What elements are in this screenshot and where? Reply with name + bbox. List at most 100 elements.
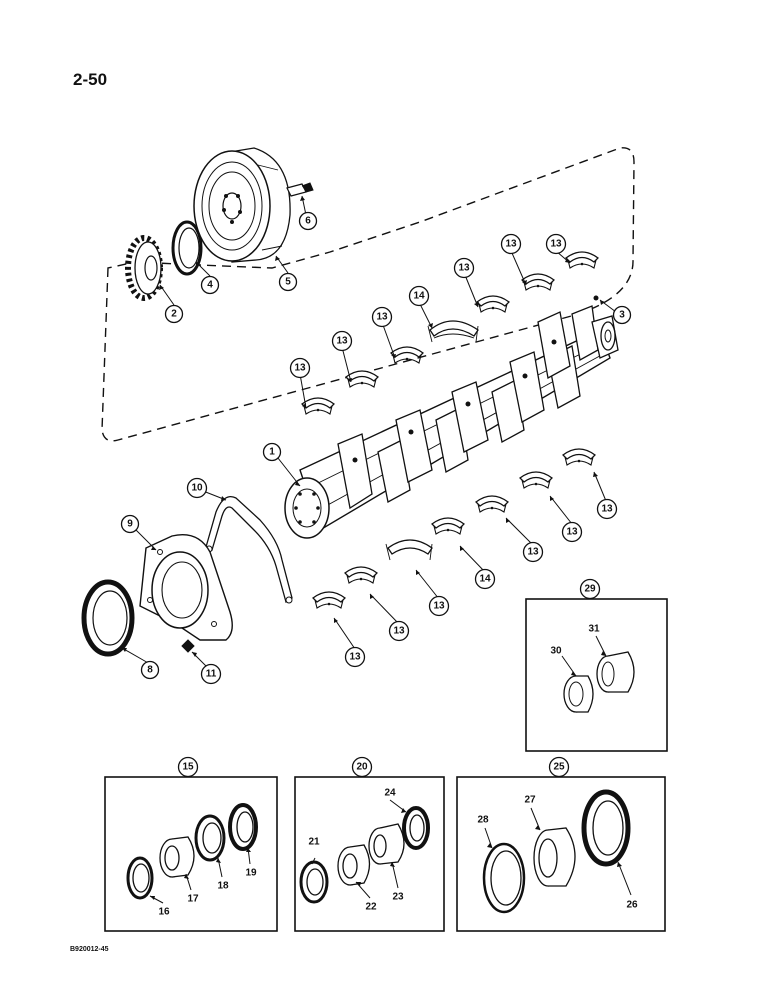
callout-13: 13 — [545, 233, 567, 255]
callout-label: 11 — [206, 669, 217, 680]
timing-gear — [125, 235, 163, 301]
label-16: 16 — [158, 907, 170, 918]
upper-thrust-bearing-shell — [427, 320, 479, 343]
callout-label: 4 — [207, 280, 213, 291]
figure-code: B920012-45 — [70, 946, 109, 953]
bushing-31 — [596, 651, 635, 693]
callout-label: 14 — [413, 291, 425, 302]
lower-main-bearing-shell — [431, 517, 465, 535]
label-23: 23 — [392, 892, 404, 903]
rear-seal-housing — [139, 534, 233, 641]
label-21: 21 — [308, 837, 320, 848]
label-26: 26 — [626, 900, 638, 911]
callout-label: 25 — [553, 762, 565, 773]
callout-4: 4 — [200, 275, 220, 295]
callout-11: 11 — [200, 663, 222, 685]
label-17: 17 — [187, 894, 199, 905]
callout-13: 13 — [331, 330, 353, 352]
kit-box-20 — [294, 776, 445, 932]
callout-label: 1 — [269, 447, 275, 458]
callout-label: 13 — [505, 239, 517, 250]
seal-18 — [194, 814, 226, 862]
callout-label: 20 — [356, 762, 368, 773]
callout-label: 13 — [336, 336, 348, 347]
callout-13: 13 — [388, 620, 410, 642]
callout-5: 5 — [278, 272, 298, 292]
seal-28 — [482, 842, 526, 914]
callout-label: 15 — [182, 762, 194, 773]
callout-2: 2 — [164, 304, 184, 324]
callout-13: 13 — [371, 306, 393, 328]
callout-15: 15 — [177, 756, 199, 778]
callout-13: 13 — [453, 257, 475, 279]
crankshaft — [284, 305, 619, 539]
callout-14: 14 — [474, 568, 496, 590]
callout-8: 8 — [140, 660, 160, 680]
callout-label: 5 — [285, 277, 291, 288]
leader-arrowheads — [122, 196, 622, 900]
seal-19 — [228, 803, 258, 851]
callout-13: 13 — [522, 541, 544, 563]
upper-main-bearing-shell — [565, 251, 599, 269]
callout-29: 29 — [579, 578, 601, 600]
callout-label: 10 — [191, 483, 203, 494]
callout-label: 13 — [566, 527, 578, 538]
lower-main-bearing-shell — [562, 448, 596, 466]
lower-main-bearing-shell — [312, 591, 346, 609]
label-27: 27 — [524, 795, 536, 806]
front-seal-ring — [171, 220, 203, 276]
dashed-group-outline — [101, 147, 635, 442]
callout-label: 13 — [433, 601, 445, 612]
bushing-30 — [563, 675, 594, 713]
seal-16 — [126, 856, 154, 900]
seal-24 — [402, 806, 430, 850]
callout-label: 13 — [601, 504, 613, 515]
upper-main-bearing-shell — [476, 295, 510, 313]
callout-13: 13 — [344, 646, 366, 668]
callout-13: 13 — [500, 233, 522, 255]
lower-thrust-bearing-shell — [385, 539, 433, 561]
callout-10: 10 — [186, 477, 208, 499]
callout-25: 25 — [548, 756, 570, 778]
label-19: 19 — [245, 868, 257, 879]
label-22: 22 — [365, 902, 377, 913]
dowel-pin — [593, 295, 599, 301]
callout-label: 13 — [527, 547, 539, 558]
label-30: 30 — [550, 646, 562, 657]
label-24: 24 — [384, 788, 396, 799]
callout-13: 13 — [428, 595, 450, 617]
callout-20: 20 — [351, 756, 373, 778]
callout-label: 8 — [147, 665, 153, 676]
callout-label: 14 — [479, 574, 491, 585]
page-number: 2-50 — [73, 70, 108, 89]
kit-box-25 — [456, 776, 666, 932]
lower-main-bearing-shell — [344, 566, 378, 584]
callout-label: 13 — [458, 263, 470, 274]
sleeve-22 — [337, 844, 371, 886]
housing-screw — [181, 639, 195, 653]
label-28: 28 — [477, 815, 489, 826]
callout-label: 13 — [349, 652, 361, 663]
callout-label: 13 — [376, 312, 388, 323]
sleeve-27 — [533, 827, 576, 887]
pulley-bolt — [286, 182, 314, 197]
seal-21 — [299, 860, 329, 904]
label-31: 31 — [588, 624, 600, 635]
callout-13: 13 — [596, 498, 618, 520]
rear-crankshaft-seal — [81, 579, 135, 657]
callout-label: 13 — [550, 239, 562, 250]
callout-label: 29 — [584, 584, 596, 595]
callout-9: 9 — [120, 514, 140, 534]
callout-13: 13 — [561, 521, 583, 543]
callout-label: 3 — [619, 310, 625, 321]
crankshaft-pulley — [193, 147, 291, 263]
kit-box-29 — [525, 598, 668, 752]
lower-main-bearing-shell — [475, 495, 509, 513]
callout-label: 13 — [393, 626, 405, 637]
callout-1: 1 — [262, 442, 282, 462]
callout-label: 13 — [294, 363, 306, 374]
callout-label: 2 — [171, 309, 177, 320]
seal-26 — [581, 789, 631, 867]
callout-13: 13 — [289, 357, 311, 379]
